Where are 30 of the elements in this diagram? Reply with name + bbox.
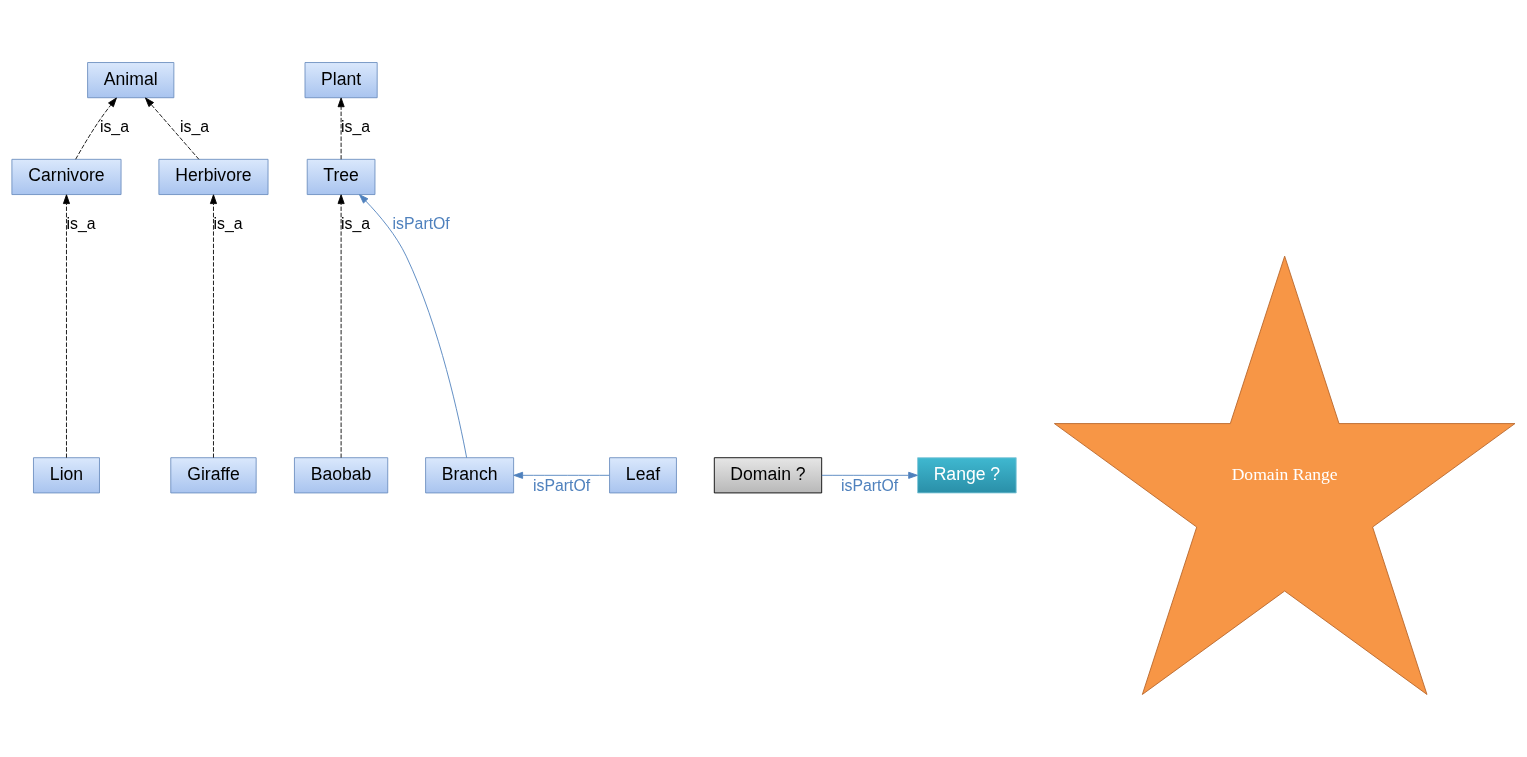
node-box: Baobab <box>294 457 389 494</box>
arrow <box>821 471 918 479</box>
node-box: Carnivore <box>11 158 122 195</box>
edge-label: isPartOf <box>533 476 591 494</box>
node-box: Branch <box>425 457 515 494</box>
edge-label: is_a <box>213 215 243 233</box>
arrow <box>62 194 70 459</box>
node-box: Giraffe <box>170 457 257 494</box>
node-box: Range ? <box>917 457 1017 494</box>
arrow <box>337 194 345 459</box>
edge-label: isPartOf <box>841 476 899 494</box>
edge-label: is_a <box>66 215 96 233</box>
edge-label: is_a <box>341 118 371 136</box>
arrow <box>337 97 345 160</box>
edge-label: is_a <box>99 118 129 136</box>
arrow <box>145 97 200 160</box>
arrow <box>359 194 468 459</box>
node-box: Lion <box>33 457 100 494</box>
node-box: Tree <box>306 158 376 195</box>
arrow <box>513 471 610 479</box>
edge-label: isPartOf <box>392 215 450 233</box>
arrow <box>209 194 217 459</box>
node-box: Plant <box>304 62 378 99</box>
node-box: Domain ? <box>713 457 823 494</box>
node-box: Leaf <box>609 457 677 494</box>
edge-label: is_a <box>180 118 210 136</box>
arrow <box>75 97 117 160</box>
edge-label: is_a <box>341 215 371 233</box>
node-box: Herbivore <box>158 158 269 195</box>
node-box: Animal <box>87 62 175 99</box>
